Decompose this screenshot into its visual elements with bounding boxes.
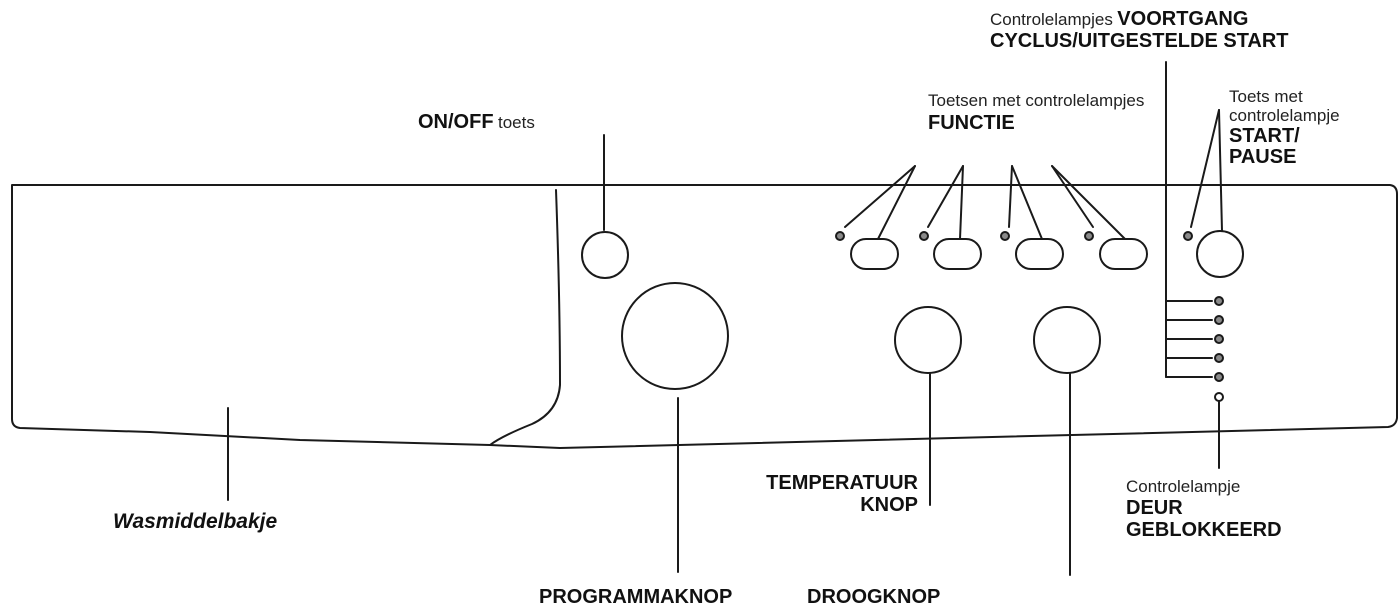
progress-label-bold-1: VOORTGANG [1117, 8, 1249, 30]
temperature-knob-label: TEMPERATUUR KNOP [708, 473, 918, 515]
dryer-knob-label: DROOGKNOP [807, 586, 941, 608]
function-led-1 [835, 231, 845, 241]
progress-label-thin: Controlelampjes [990, 10, 1113, 29]
door-locked-label-bold-2: GEBLOKKEERD [1126, 519, 1282, 541]
progress-led-4 [1214, 353, 1224, 363]
on-off-label: ON/OFF toets [418, 112, 535, 132]
progress-label-bold-2: CYCLUS/UITGESTELDE START [990, 30, 1289, 52]
start-pause-label-thin-2: controlelampje [1229, 106, 1340, 125]
door-locked-label: Controlelampje DEUR GEBLOKKEERD [1126, 478, 1282, 540]
detergent-drawer-label: Wasmiddelbakje [113, 510, 278, 533]
start-pause-label: Toets met controlelampje START/ PAUSE [1229, 88, 1340, 167]
on-off-label-thin: toets [498, 113, 535, 132]
program-knob[interactable] [621, 282, 729, 390]
on-off-button[interactable] [581, 231, 629, 279]
function-led-4 [1084, 231, 1094, 241]
on-off-label-bold: ON/OFF [418, 111, 494, 133]
progress-led-3 [1214, 334, 1224, 344]
temperature-knob[interactable] [894, 306, 962, 374]
temperature-knob-label-2: KNOP [860, 494, 918, 516]
start-pause-label-bold-1: START/ [1229, 125, 1300, 147]
function-button-2[interactable] [933, 238, 982, 270]
door-locked-led [1214, 392, 1224, 402]
start-pause-led [1183, 231, 1193, 241]
function-led-2 [919, 231, 929, 241]
function-button-3[interactable] [1015, 238, 1064, 270]
door-locked-label-thin: Controlelampje [1126, 477, 1241, 496]
leader-lines [227, 109, 1223, 576]
function-button-1[interactable] [850, 238, 899, 270]
program-knob-label: PROGRAMMAKNOP [539, 586, 733, 608]
panel-outline [11, 184, 1398, 449]
progress-led-2 [1214, 315, 1224, 325]
start-pause-button[interactable] [1196, 230, 1244, 278]
progress-label: Controlelampjes VOORTGANG CYCLUS/UITGEST… [990, 9, 1289, 51]
detergent-drawer-edge [489, 189, 561, 446]
start-pause-label-thin-1: Toets met [1229, 87, 1303, 106]
function-keys-label-bold: FUNCTIE [928, 112, 1015, 134]
progress-led-1 [1214, 296, 1224, 306]
function-button-4[interactable] [1099, 238, 1148, 270]
start-pause-label-bold-2: PAUSE [1229, 146, 1297, 168]
door-locked-label-bold-1: DEUR [1126, 497, 1183, 519]
progress-bracket [1165, 61, 1213, 378]
progress-led-5 [1214, 372, 1224, 382]
dryer-knob[interactable] [1033, 306, 1101, 374]
function-keys-label-thin: Toetsen met controlelampjes [928, 91, 1145, 110]
function-led-3 [1000, 231, 1010, 241]
function-keys-label: Toetsen met controlelampjes FUNCTIE [928, 92, 1144, 133]
temperature-knob-label-1: TEMPERATUUR [766, 472, 918, 494]
